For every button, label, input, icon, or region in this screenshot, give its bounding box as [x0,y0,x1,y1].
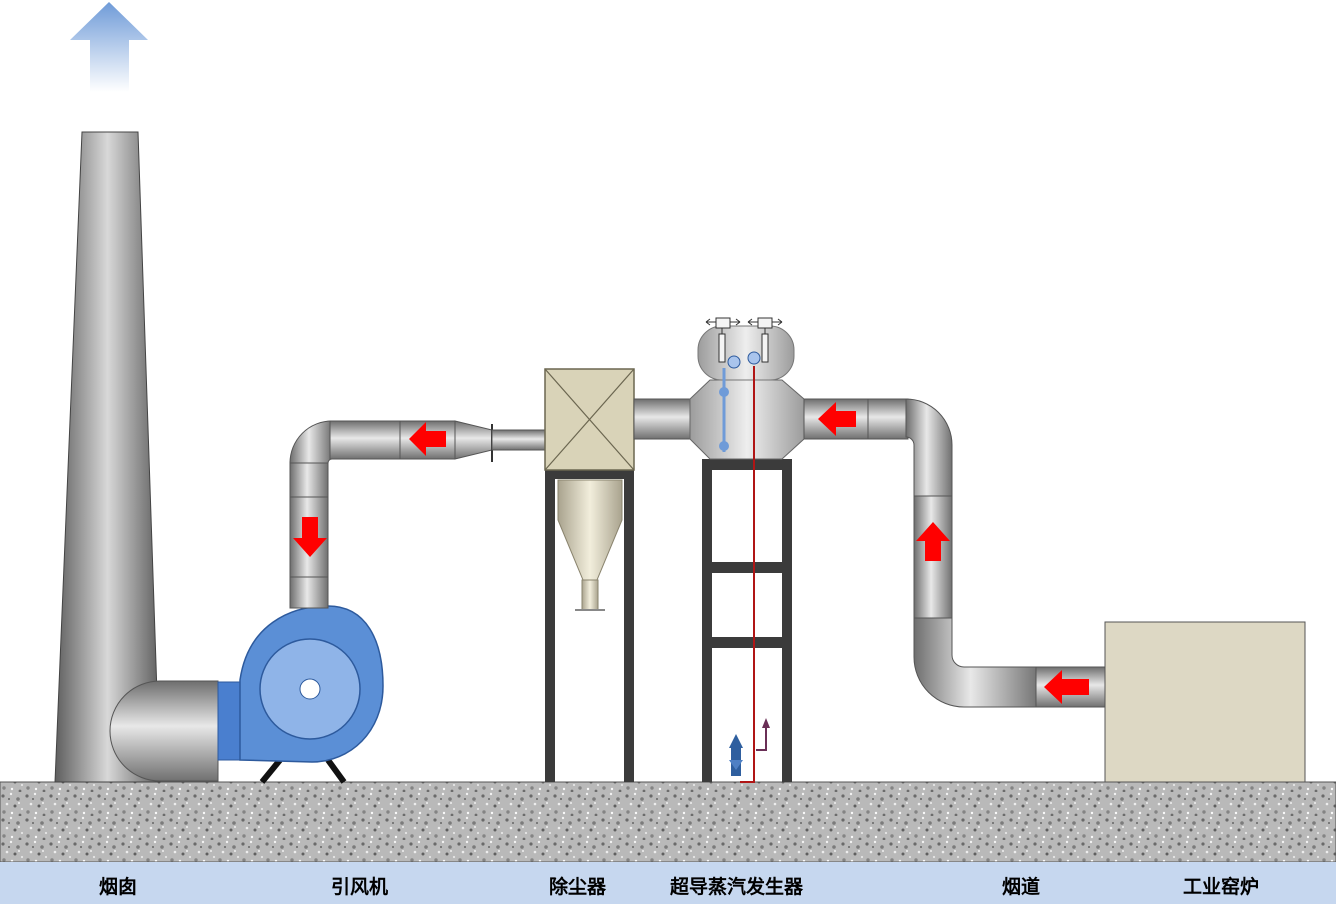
steam-outlet-arrow-icon [756,728,767,751]
flue-elbow-bottom [913,617,1041,708]
steam-generator-label: 超导蒸汽发生器 [670,876,804,898]
collector-hopper-outlet [581,579,599,611]
generator-crossbar-2 [702,637,792,648]
fan-inlet-flange [289,496,329,578]
gauge-bottom-bulb [719,441,729,451]
collector-inlet-pipe [633,398,691,440]
fan-leg-left [259,758,283,784]
generator-crossbar-1 [702,562,792,573]
chimney-label: 烟囱 [99,876,138,898]
red-arrow-icon [409,422,446,456]
exhaust-up-arrow-icon [70,2,148,92]
red-arrow-icon [818,402,856,436]
chimney-inlet-duct [109,680,219,782]
flue-horizontal-pipe [867,398,909,440]
steam-drum [697,325,795,381]
generator-frame-top [702,459,792,470]
feed-water-line [740,366,755,783]
chimney [54,131,161,783]
flue-label: 烟道 [1002,876,1041,898]
fan-shaft [299,678,321,700]
red-arrow-icon [293,517,327,557]
drum-nozzle-left [727,355,741,369]
dust-collector-label: 除尘器 [549,876,607,898]
valve-icon [747,317,783,363]
collector-frame-top [545,469,634,479]
ground [0,781,1336,863]
fan-label: 引风机 [331,876,389,898]
drum-nozzle-right [747,351,761,365]
kiln-label: 工业窑炉 [1183,876,1260,898]
collector-leg-left [545,470,555,782]
collector-outlet-pipe [491,429,546,451]
fan-leg-right [325,758,347,784]
valve-icon [729,734,743,776]
fan-pipe-elbow [289,420,333,464]
label-bar [0,862,1336,904]
valve-icon [705,317,741,363]
collector-leg-right [624,470,634,782]
reducer [454,420,493,460]
red-arrow-icon [916,522,950,561]
steam-outlet-arrowhead [762,718,770,728]
fan-horizontal-pipe [329,420,401,460]
fan-outlet [217,681,241,761]
dust-box-diagonal-b [544,368,635,471]
industrial-kiln [1104,621,1306,783]
generator-leg-right [782,460,792,782]
generator-leg-left [702,460,712,782]
steam-generator-body [689,379,805,460]
red-arrow-icon [1044,670,1089,704]
collector-hopper [557,479,623,581]
gauge-top-bulb [719,387,729,397]
flue-elbow-top [905,398,953,499]
